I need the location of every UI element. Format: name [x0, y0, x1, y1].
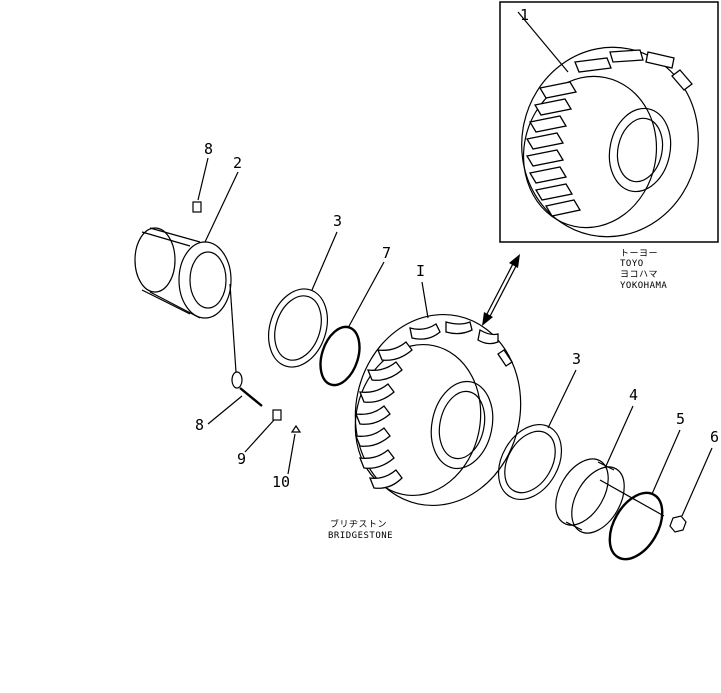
caption-yokohama-kana: ヨコハマ [620, 270, 658, 280]
label-valve-core: 9 [237, 450, 246, 468]
label-rim: 2 [233, 154, 242, 172]
caption-toyo-kana: トーヨー [620, 249, 658, 259]
inset-frame [499, 1, 719, 243]
ring-left-drawing [268, 288, 328, 368]
ring-right-drawing [497, 424, 563, 500]
label-lock-ring: 5 [676, 410, 685, 428]
label-ring-left: 3 [333, 212, 342, 230]
main-tire-drawing [354, 313, 522, 507]
caption-bridgestone: BRIDGESTONE [328, 531, 393, 541]
flange-drawing [555, 458, 625, 534]
label-nut: 6 [710, 428, 719, 446]
caption-toyo: TOYO [620, 259, 644, 269]
o-ring-drawing [319, 325, 361, 387]
label-o-ring: 7 [382, 244, 391, 262]
label-flange: 4 [629, 386, 638, 404]
caption-bridgestone-kana: ブリヂストン [330, 518, 387, 530]
label-valve-cap: 10 [272, 473, 290, 491]
label-tire: I [416, 262, 425, 280]
valve-lower-drawing [231, 371, 263, 407]
inset-tread-pattern [525, 49, 693, 217]
interchange-arrow [482, 254, 520, 326]
valve-cap-drawing [290, 424, 302, 433]
label-ring-right: 3 [572, 350, 581, 368]
inset-tire-drawing [517, 11, 699, 238]
valve-upper-drawing [192, 201, 202, 213]
label-inset-tire: 1 [520, 6, 529, 24]
label-valve-upper: 8 [204, 140, 213, 158]
main-tread-pattern [354, 321, 513, 489]
valve-core-drawing [272, 409, 282, 421]
caption-yokohama: YOKOHAMA [620, 281, 667, 291]
nut-drawing [669, 515, 687, 533]
rim-drawing [134, 227, 232, 319]
label-valve-lower: 8 [195, 416, 204, 434]
lock-ring-drawing [599, 479, 665, 561]
